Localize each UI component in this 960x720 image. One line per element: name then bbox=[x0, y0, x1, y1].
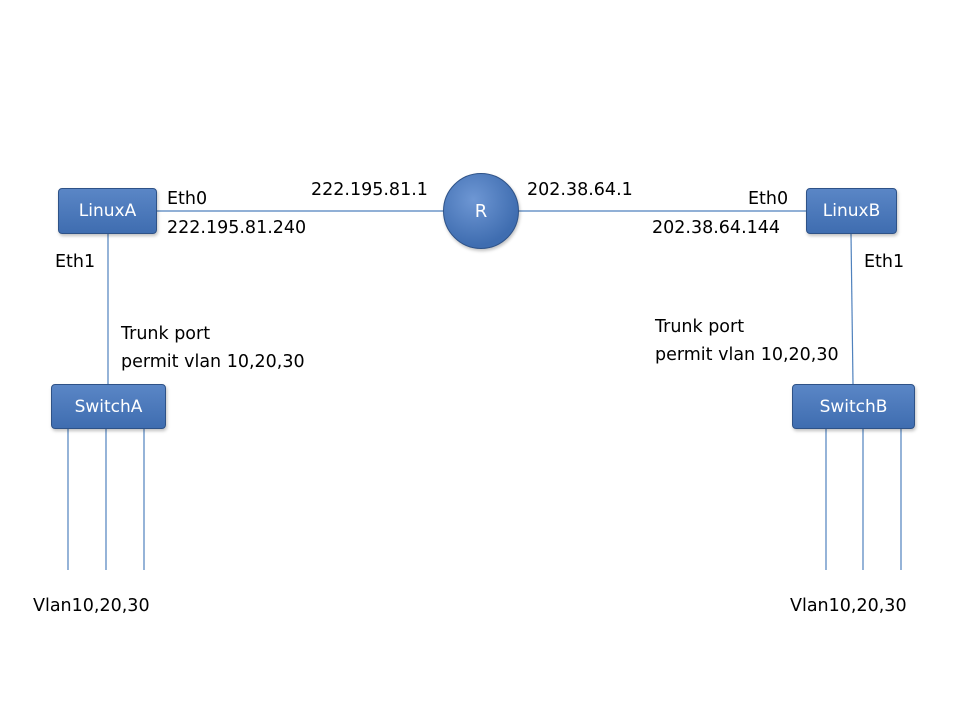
node-linuxa: LinuxA bbox=[58, 188, 157, 234]
linuxa-eth1-label: Eth1 bbox=[55, 252, 96, 272]
node-switchb-label: SwitchB bbox=[819, 396, 888, 417]
node-linuxb: LinuxB bbox=[806, 188, 897, 234]
linuxb-eth0-label: Eth0 bbox=[748, 189, 789, 209]
trunk-a-line1: Trunk port bbox=[121, 324, 211, 344]
node-router-label: R bbox=[474, 200, 488, 222]
trunk-b-line1: Trunk port bbox=[655, 317, 745, 337]
node-switcha: SwitchA bbox=[51, 384, 166, 429]
node-linuxa-label: LinuxA bbox=[78, 201, 137, 221]
node-switcha-label: SwitchA bbox=[74, 396, 143, 417]
node-switchb: SwitchB bbox=[792, 384, 915, 429]
linuxb-eth1-label: Eth1 bbox=[864, 252, 905, 272]
trunk-a-line2: permit vlan 10,20,30 bbox=[121, 352, 305, 372]
trunk-b-line2: permit vlan 10,20,30 bbox=[655, 345, 839, 365]
linuxb-eth0-ip: 202.38.64.144 bbox=[652, 218, 781, 238]
linuxa-eth0-label: Eth0 bbox=[167, 189, 208, 209]
link-linuxb-switchb bbox=[850, 233, 854, 385]
node-linuxb-label: LinuxB bbox=[822, 201, 881, 221]
vlan-label-a: Vlan10,20,30 bbox=[33, 596, 150, 616]
vlan-label-b: Vlan10,20,30 bbox=[790, 596, 907, 616]
linuxa-eth0-ip: 222.195.81.240 bbox=[167, 218, 307, 238]
router-right-ip: 202.38.64.1 bbox=[527, 180, 633, 200]
router-left-ip: 222.195.81.1 bbox=[311, 180, 428, 200]
node-router: R bbox=[443, 173, 519, 249]
